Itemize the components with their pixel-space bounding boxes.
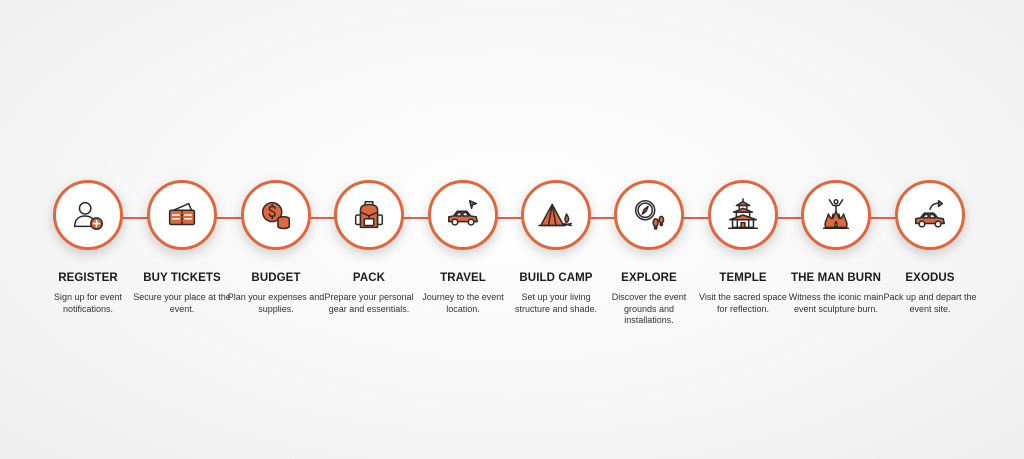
step-icon-circle: [334, 180, 404, 250]
step-description: Prepare your personal gear and essential…: [324, 292, 414, 314]
step-description: Witness the iconic main event sculpture …: [788, 292, 884, 314]
ticket-icon: [168, 202, 196, 226]
bonfire-icon: [822, 199, 850, 230]
step-the-man-burn: THE MAN BURN Witness the iconic main eve…: [781, 180, 891, 315]
backpack-icon: [354, 200, 384, 229]
step-title: BUDGET: [251, 272, 301, 284]
step-icon-circle: [53, 180, 123, 250]
step-icon-circle: [521, 180, 591, 250]
step-title: EXPLORE: [621, 272, 677, 284]
step-title: BUY TICKETS: [143, 272, 221, 284]
step-icon-circle: [801, 180, 871, 250]
step-travel: TRAVEL Journey to the event location.: [408, 180, 518, 315]
tent-icon: [538, 203, 572, 227]
step-budget: BUDGET Plan your expenses and supplies.: [221, 180, 331, 315]
step-pack: PACK Prepare your personal gear and esse…: [314, 180, 424, 315]
step-description: Plan your expenses and supplies.: [227, 292, 325, 314]
step-description: Visit the sacred space for reflection.: [699, 292, 787, 314]
step-temple: TEMPLE Visit the sacred space for reflec…: [688, 180, 798, 315]
step-icon-circle: [147, 180, 217, 250]
car-icon: [447, 199, 479, 226]
step-title: REGISTER: [58, 272, 118, 284]
timeline-connector: [88, 217, 930, 219]
step-buy-tickets: BUY TICKETS Secure your place at the eve…: [127, 180, 237, 315]
car-depart-icon: [914, 199, 946, 228]
step-description: Pack up and depart the event site.: [883, 292, 977, 314]
step-description: Set up your living structure and shade.: [514, 292, 598, 314]
step-description: Sign up for event notifications.: [53, 292, 123, 314]
step-icon-circle: [428, 180, 498, 250]
step-description: Journey to the event location.: [422, 292, 504, 314]
step-title: EXODUS: [905, 272, 955, 284]
temple-icon: [727, 198, 759, 230]
step-exodus: EXODUS Pack up and depart the event site…: [875, 180, 985, 315]
step-icon-circle: [708, 180, 778, 250]
step-title: BUILD CAMP: [519, 272, 593, 284]
coins-icon: [261, 201, 291, 230]
compass-icon: [634, 199, 665, 230]
step-title: PACK: [352, 272, 386, 284]
step-description: Discover the event grounds and installat…: [611, 292, 687, 325]
step-description: Secure your place at the event.: [133, 292, 231, 314]
step-title: TRAVEL: [440, 272, 486, 284]
step-icon-circle: [614, 180, 684, 250]
step-register: REGISTER Sign up for event notifications…: [33, 180, 143, 315]
step-explore: EXPLORE Discover the event grounds and i…: [594, 180, 704, 327]
step-icon-circle: [895, 180, 965, 250]
step-title: TEMPLE: [719, 272, 767, 284]
step-build-camp: BUILD CAMP Set up your living structure …: [501, 180, 611, 315]
user-add-icon: [73, 201, 104, 231]
step-title: THE MAN BURN: [791, 272, 881, 284]
step-icon-circle: [241, 180, 311, 250]
